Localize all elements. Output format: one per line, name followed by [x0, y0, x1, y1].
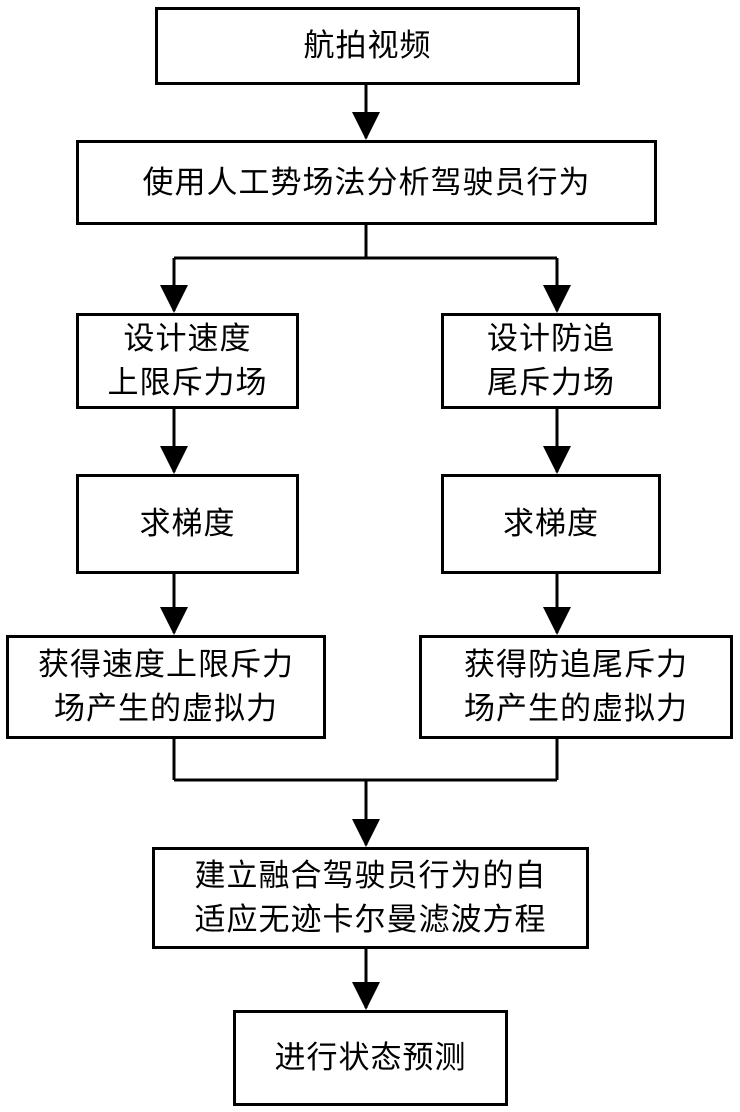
arrow-aerial-to-analyze	[352, 112, 380, 140]
arrow-to-virtual-force-speed	[160, 607, 188, 635]
node-gradient-left-label: 求梯度	[140, 502, 236, 546]
node-state-prediction: 进行状态预测	[233, 1010, 508, 1106]
node-design-speed-field-line-2: 上限斥力场	[108, 361, 268, 405]
node-build-ukf-line-1: 建立融合驾驶员行为的自	[195, 854, 547, 898]
node-analyze-behavior-label: 使用人工势场法分析驾驶员行为	[143, 161, 591, 205]
node-gradient-right-label: 求梯度	[503, 502, 599, 546]
arrow-to-gradient-left	[160, 446, 188, 474]
node-virtual-force-speed-line-1: 获得速度上限斥力	[38, 643, 294, 687]
arrow-to-design-speed	[160, 285, 188, 313]
arrow-to-gradient-right	[543, 446, 571, 474]
node-design-speed-field-line-1: 设计速度	[108, 317, 268, 361]
node-design-rearend-field-line-2: 尾斥力场	[487, 361, 615, 405]
node-virtual-force-speed-line-2: 场产生的虚拟力	[38, 687, 294, 731]
node-virtual-force-rearend-line-1: 获得防追尾斥力	[464, 643, 688, 687]
node-design-speed-field: 设计速度 上限斥力场	[76, 313, 299, 409]
node-aerial-video-label: 航拍视频	[304, 24, 432, 68]
node-gradient-right: 求梯度	[441, 474, 661, 574]
node-state-prediction-label: 进行状态预测	[275, 1036, 467, 1080]
node-aerial-video: 航拍视频	[155, 7, 580, 85]
node-build-ukf-line-2: 适应无迹卡尔曼滤波方程	[195, 898, 547, 942]
arrow-to-virtual-force-rearend	[543, 607, 571, 635]
node-build-ukf: 建立融合驾驶员行为的自 适应无迹卡尔曼滤波方程	[152, 847, 589, 949]
arrow-to-design-rearend	[543, 285, 571, 313]
node-analyze-behavior: 使用人工势场法分析驾驶员行为	[76, 140, 657, 225]
node-design-rearend-field: 设计防追 尾斥力场	[441, 313, 661, 409]
node-virtual-force-rearend-line-2: 场产生的虚拟力	[464, 687, 688, 731]
arrow-to-build-ukf	[352, 819, 380, 847]
node-virtual-force-rearend: 获得防追尾斥力 场产生的虚拟力	[419, 635, 733, 739]
node-virtual-force-speed: 获得速度上限斥力 场产生的虚拟力	[6, 635, 326, 739]
node-design-rearend-field-line-1: 设计防追	[487, 317, 615, 361]
arrow-to-state-prediction	[352, 982, 380, 1010]
node-gradient-left: 求梯度	[76, 474, 299, 574]
